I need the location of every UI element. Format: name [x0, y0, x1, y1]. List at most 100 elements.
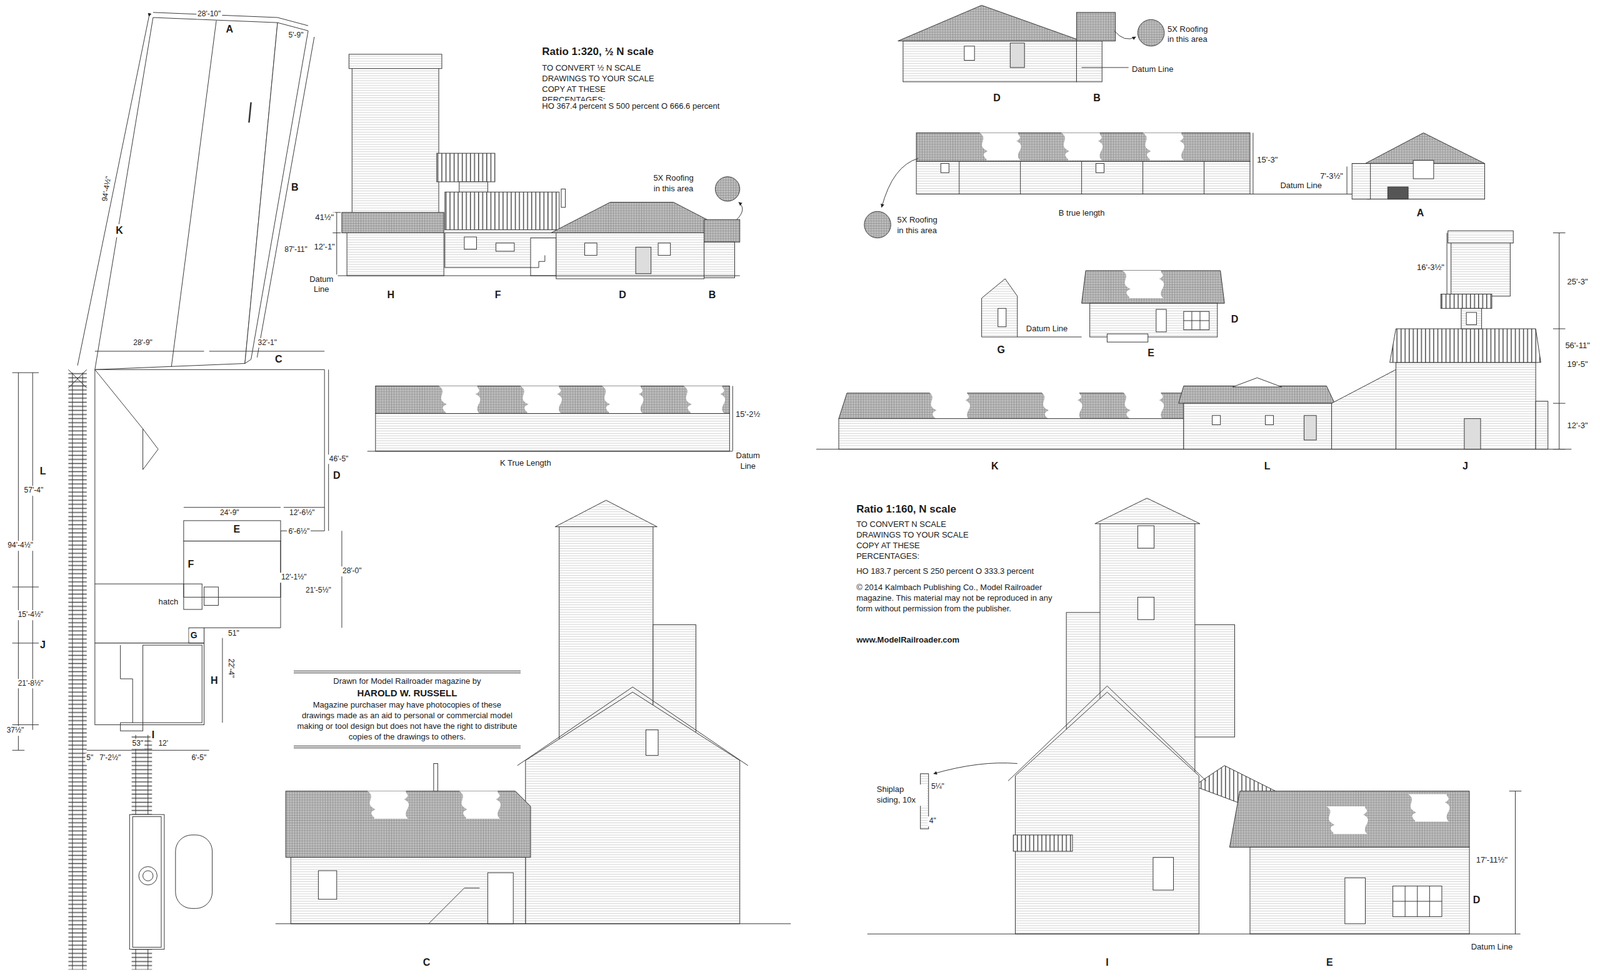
drawing-label: 12'-6½"	[288, 508, 317, 519]
drawing-rect	[1466, 312, 1477, 325]
drawing-circle	[138, 866, 157, 885]
drawing-label: 15'-3"	[1255, 155, 1279, 166]
drawing-line	[248, 102, 251, 124]
drawing-path	[1183, 311, 1210, 330]
drawing-rect	[1304, 415, 1317, 440]
drawing-use	[928, 391, 970, 420]
drawing-label: 28'-0"	[341, 566, 364, 577]
drawing-use	[979, 133, 1021, 161]
drawing-path	[959, 161, 1205, 194]
view-letter: L	[1263, 460, 1272, 474]
drawing-line	[1346, 166, 1348, 194]
drawing-rect	[351, 56, 439, 220]
drawing-rect	[183, 520, 281, 542]
drawing-label: K True Length	[498, 458, 553, 469]
drawing-use	[1040, 391, 1082, 420]
drawing-rect	[1106, 333, 1148, 342]
drawing-polygon	[525, 691, 740, 924]
view-letter: J	[1461, 460, 1470, 474]
drawing-rect	[1010, 43, 1025, 68]
drawing-rect	[188, 627, 204, 643]
drawing-rect	[445, 191, 560, 230]
drawing-rect	[318, 870, 337, 900]
drawing-rect	[1461, 308, 1482, 329]
view-letter: I	[150, 728, 156, 742]
drawing-label: 19'-5"	[1566, 358, 1590, 370]
drawing-polygon	[245, 22, 309, 364]
drawing-rect	[290, 857, 526, 924]
drawing-polygon	[1232, 377, 1282, 387]
drawing-rect	[183, 541, 281, 598]
view-letter: Ratio 1:160, N scale	[855, 502, 958, 517]
credit-text: Magazine purchaser may have photocopies …	[295, 700, 519, 743]
drawing-line	[171, 20, 217, 367]
drawing-rect	[1535, 401, 1549, 450]
drawing-use	[438, 385, 480, 414]
drawing-label: 15'-4½"	[16, 610, 45, 621]
drawing-label: 37½"	[5, 725, 26, 736]
drawing-line	[18, 372, 19, 750]
drawing-line	[367, 450, 761, 452]
drawing-label: 32'-1"	[256, 338, 279, 349]
elevation-d-b	[898, 5, 1165, 82]
view-letter: G	[189, 628, 199, 640]
drawing-path	[1114, 30, 1136, 39]
drawing-rect	[183, 583, 202, 610]
drawing-label: B true length	[1057, 208, 1107, 219]
drawing-path	[120, 645, 134, 723]
drawing-label: 94'-4½"	[6, 541, 35, 552]
drawing-line	[95, 583, 184, 585]
drawing-line	[277, 17, 309, 26]
drawing-rect	[129, 814, 165, 950]
elevation-i-e	[867, 498, 1522, 934]
drawing-rect	[1212, 415, 1221, 425]
drawing-rect	[175, 835, 213, 909]
drawing-label: 5"	[85, 753, 95, 764]
drawing-rect	[1265, 415, 1274, 425]
drawing-polygon	[1229, 791, 1470, 848]
drawing-label: Datum Line	[1470, 941, 1514, 953]
view-letter: E	[1146, 346, 1156, 360]
drawing-label: 53"	[131, 738, 145, 749]
drawing-line	[82, 372, 84, 970]
drawing-label: 87'-11"	[283, 245, 309, 255]
view-letter: C	[273, 352, 284, 366]
drawing-polygon	[95, 369, 325, 644]
drawing-rect	[1345, 877, 1366, 924]
view-letter: Ratio 1:320, ½ N scale	[540, 45, 655, 59]
drawing-label: hatch	[156, 596, 180, 608]
drawing-line	[1515, 791, 1516, 935]
drawing-rect	[464, 236, 477, 250]
drawing-label: TO CONVERT N SCALE DRAWINGS TO YOUR SCAL…	[855, 519, 980, 562]
drawing-rect	[1464, 418, 1481, 450]
drawing-label: Datum Line	[305, 274, 339, 296]
drawing-line	[1017, 336, 1082, 338]
view-letter: H	[386, 288, 397, 302]
drawing-polygon	[1081, 270, 1225, 304]
drawing-polygon	[1095, 498, 1200, 524]
elevation-k-l-j	[816, 230, 1572, 449]
drawing-label: 94'-4½"	[100, 174, 114, 204]
view-letter: D	[617, 288, 628, 302]
drawing-line	[1252, 133, 1254, 195]
drawing-rect	[204, 586, 219, 605]
drawing-use	[683, 385, 725, 414]
drawing-label: TO CONVERT ½ N SCALE DRAWINGS TO YOUR SC…	[540, 63, 671, 106]
drawing-rect	[1137, 525, 1154, 549]
drawing-line	[1446, 233, 1448, 295]
drawing-path	[736, 202, 743, 220]
view-letter: C	[421, 955, 432, 969]
view-letter: E	[1325, 955, 1335, 969]
drawing-line	[816, 448, 1572, 450]
drawing-use	[1408, 793, 1450, 822]
drawing-label: 21'-5½"	[304, 586, 333, 597]
drawing-label: Datum Line	[1025, 323, 1069, 334]
drawing-rect	[1387, 186, 1409, 200]
drawing-rect	[964, 46, 975, 61]
view-letter: D	[1230, 313, 1240, 327]
drawing-path	[12, 372, 39, 750]
drawing-label: 5¼"	[930, 781, 946, 792]
drawing-rect	[95, 643, 205, 725]
drawing-rect	[1250, 846, 1470, 934]
